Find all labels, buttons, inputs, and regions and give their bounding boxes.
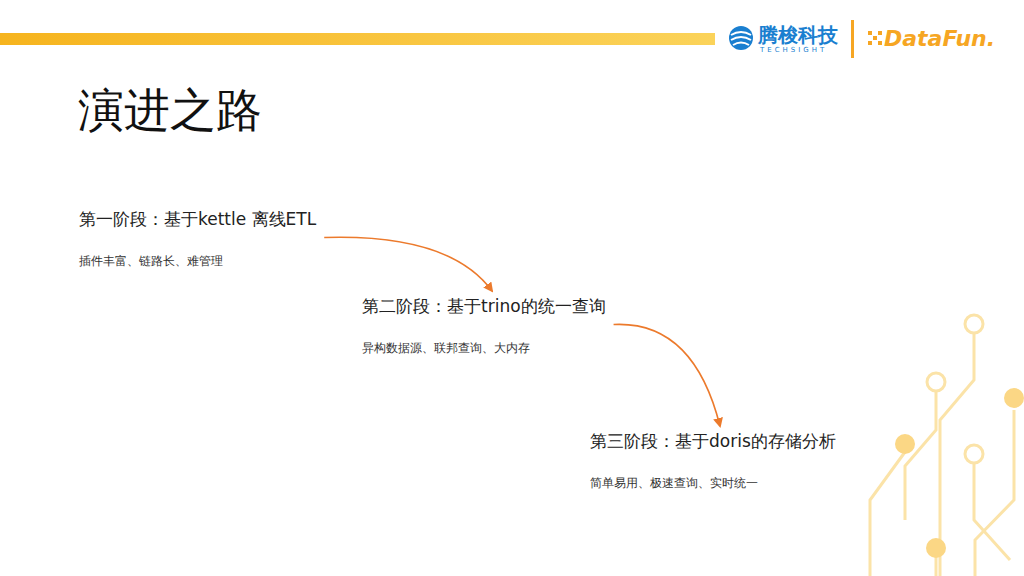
stage-description: 异构数据源、联邦查询、大内存: [362, 340, 606, 357]
stage-description: 简单易用、极速查询、实时统一: [590, 475, 836, 492]
circuit-lines: [870, 332, 1014, 576]
logo-text: DataFun.: [884, 26, 995, 51]
stage-heading: 第二阶段：基于trino的统一查询: [362, 295, 606, 318]
curved-arrow: [614, 324, 720, 426]
logo-subtext: TECHSIGHT: [760, 46, 827, 54]
stage-heading: 第三阶段：基于doris的存储分析: [590, 430, 836, 453]
logo-divider: [851, 20, 854, 58]
circuit-nodes: [895, 315, 1024, 558]
curved-arrow: [324, 237, 492, 291]
stage-block: 第二阶段：基于trino的统一查询异构数据源、联邦查询、大内存: [356, 293, 612, 359]
logo-text: 腾梭科技: [758, 22, 838, 49]
stage-block: 第三阶段：基于doris的存储分析简单易用、极速查询、实时统一: [584, 428, 842, 494]
stage-description: 插件丰富、链路长、难管理: [79, 253, 316, 270]
logo-icon: [729, 26, 753, 50]
stage-block: 第一阶段：基于kettle 离线ETL 插件丰富、链路长、难管理: [73, 206, 322, 272]
top-bar: [0, 33, 715, 45]
datafun-icon: [868, 31, 882, 45]
slide-title: 演进之路: [78, 80, 262, 142]
stage-heading: 第一阶段：基于kettle 离线ETL: [79, 208, 316, 231]
